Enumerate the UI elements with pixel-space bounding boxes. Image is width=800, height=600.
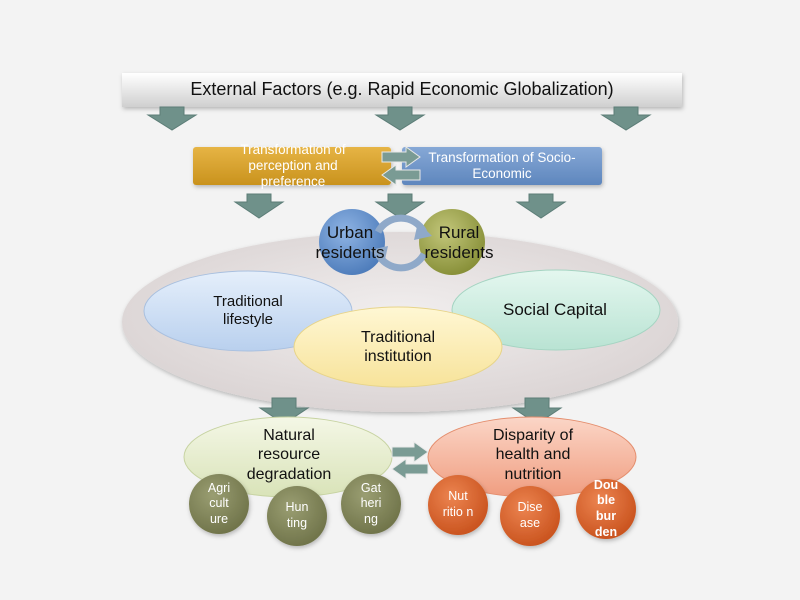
disease-circle (500, 486, 560, 546)
double-arrow-left (381, 164, 421, 186)
cycle-arrowhead-left (370, 246, 388, 264)
arrow-down-8 (511, 397, 563, 425)
arrow-down-2 (374, 106, 426, 131)
nutrition-circle (428, 475, 488, 535)
arrow-down-3 (600, 106, 652, 131)
bottom-arrow-right (391, 441, 429, 463)
cycle-arrowhead-right (414, 222, 432, 240)
double-burden-circle (576, 479, 636, 539)
arrow-down-1 (146, 106, 198, 131)
rural-circle (419, 209, 485, 275)
perception-box (193, 147, 391, 185)
double-arrow-right (381, 146, 421, 168)
arrow-down-6 (515, 193, 567, 219)
traditional-institution-oval (293, 306, 503, 388)
external-factors-banner (122, 73, 682, 107)
hunting-circle (267, 486, 327, 546)
agriculture-circle (189, 474, 249, 534)
bottom-arrow-left (391, 458, 429, 480)
arrow-down-4 (233, 193, 285, 219)
arrow-down-7 (258, 397, 310, 425)
arrow-down-5 (374, 193, 426, 219)
gathering-circle (341, 474, 401, 534)
socio-box (402, 147, 602, 185)
urban-circle (319, 209, 385, 275)
social-capital-oval (451, 269, 661, 351)
